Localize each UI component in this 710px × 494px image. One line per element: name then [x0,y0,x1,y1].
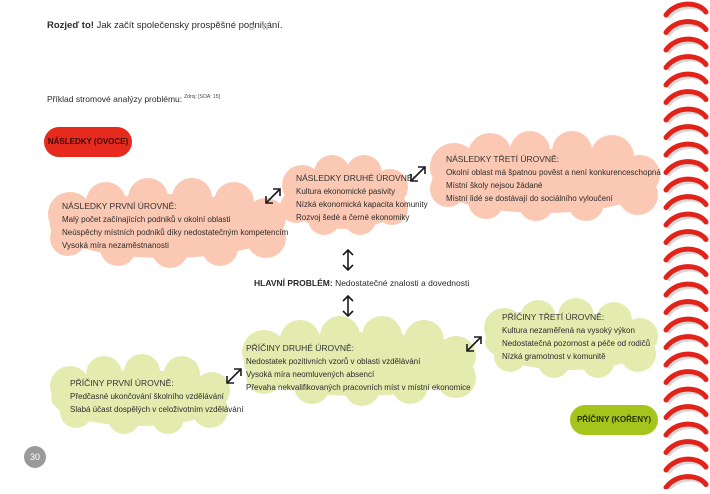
cloud-shape [50,354,230,434]
spiral-ring [663,1,709,18]
header-decoration: ✿✿ [248,22,276,32]
page-number: 30 [24,446,46,468]
spiral-ring [663,71,709,88]
spiral-ring [663,404,709,420]
double-arrow-icon [263,186,283,206]
spiral-ring [663,229,709,245]
causes-level3-cloud: PŘÍČINY TŘETÍ ÚROVNĚ: Kultura nezaměřená… [480,298,658,378]
running-header: Rozjeď to! Jak začít společensky prospěš… [47,20,282,31]
cloud-item: Nízká gramotnost v komunitě [502,352,606,361]
spiral-ring [663,176,709,193]
effects-label: NÁSLEDKY (OVOCE) [44,127,132,157]
spiral-ring [663,124,709,140]
effects-level2-cloud: NÁSLEDKY DRUHÉ ÚROVNĚ: Kultura ekonomick… [280,155,428,235]
cloud-heading: NÁSLEDKY PRVNÍ ÚROVNĚ: [62,201,177,211]
cloud-item: Místní školy nejsou žádané [446,181,543,190]
header-brand: Rozjeď to! [47,20,94,31]
vertical-double-arrow-icon [341,248,355,272]
spiral-ring [663,421,709,438]
cloud-heading: NÁSLEDKY DRUHÉ ÚROVNĚ: [296,173,415,183]
cloud-item: Nedostatečná pozornost a péče od rodičů [502,339,651,348]
cloud-heading: PŘÍČINY PRVNÍ ÚROVNĚ: [70,378,174,388]
spiral-binding-graphic [663,1,709,492]
spiral-ring [663,281,709,298]
main-problem-label: HLAVNÍ PROBLÉM: [254,278,333,288]
cloud-item: Kultura nezaměřená na vysoký výkon [502,326,635,335]
cloud-item: Převaha nekvalifikovaných pracovních mís… [246,383,471,392]
cloud-item: Místní lidé se dostávají do sociálního v… [446,194,613,203]
spiral-ring [663,386,709,403]
cloud-item: Nízká ekonomická kapacita komunity [296,200,428,209]
spiral-ring [663,194,709,210]
spiral-ring [663,316,709,333]
cloud-item: Předčasné ukončování školního vzdělávání [70,392,224,401]
cloud-item: Vysoká míra neomluvených absencí [246,370,375,379]
causes-level2-cloud: PŘÍČINY DRUHÉ ÚROVNĚ: Nedostatek pozitiv… [238,316,478,406]
caption-source: Zdroj: [SOA: 15] [184,94,220,100]
cloud-heading: PŘÍČINY TŘETÍ ÚROVNĚ: [502,312,605,322]
caption-text: Příklad stromové analýzy problému: [47,94,183,104]
cloud-shape [430,131,660,221]
spiral-ring [663,159,709,175]
spiral-ring [663,246,709,263]
spiral-ring [663,36,709,53]
spiral-ring [663,141,709,158]
spiral-ring [663,54,709,70]
cloud-shape [48,178,286,268]
spiral-ring [663,106,709,123]
effects-level1-cloud: NÁSLEDKY PRVNÍ ÚROVNĚ: Malý počet začína… [44,178,289,268]
vertical-double-arrow-icon [341,294,355,318]
cloud-item: Kultura ekonomické pasivity [296,187,396,196]
spiral-ring [663,456,709,473]
spiral-ring [663,334,709,350]
spiral-ring [663,19,709,35]
cloud-item: Vysoká míra nezaměstnanosti [62,241,169,250]
spiral-binding [660,0,710,492]
cloud-shape [280,155,408,235]
cloud-heading: NÁSLEDKY TŘETÍ ÚROVNĚ: [446,154,560,164]
spiral-ring [663,264,709,280]
spiral-ring [663,351,709,368]
cloud-item: Nedostatek pozitivních vzorů v oblasti v… [246,357,421,366]
double-arrow-icon [408,164,428,184]
cloud-item: Slabá účast dospělých v celoživotním vzd… [70,405,244,414]
cloud-shape [484,298,658,378]
causes-label: PŘÍČINY (KOŘENY) [570,405,658,435]
double-arrow-icon [224,366,244,386]
causes-level1-cloud: PŘÍČINY PRVNÍ ÚROVNĚ: Předčasné ukončová… [46,354,243,434]
cloud-heading: PŘÍČINY DRUHÉ ÚROVNĚ: [246,343,354,353]
spiral-ring [663,89,709,105]
effects-level3-cloud: NÁSLEDKY TŘETÍ ÚROVNĚ: Okolní oblast má … [426,131,662,221]
cloud-item: Rozvoj šedé a černé ekonomiky [296,213,410,222]
cloud-item: Okolní oblast má špatnou pověst a není k… [446,168,661,177]
main-problem: HLAVNÍ PROBLÉM: Nedostatečné znalosti a … [254,278,469,288]
spiral-ring [663,211,709,228]
cloud-shape [242,316,476,406]
spiral-ring [663,369,709,385]
main-problem-text: Nedostatečné znalosti a dovednosti [332,278,470,288]
header-title: Jak začít společensky prospěšné podnikán… [93,20,283,31]
cloud-item: Malý počet začínajících podniků v okolní… [62,215,231,224]
cloud-item: Neúspěchy místních podniků díky nedostat… [62,228,289,237]
double-arrow-icon [464,334,484,354]
spiral-ring [663,299,709,315]
spiral-ring [663,439,709,455]
spiral-ring [663,474,709,490]
figure-caption: Příklad stromové analýzy problému:Zdroj:… [47,94,220,104]
